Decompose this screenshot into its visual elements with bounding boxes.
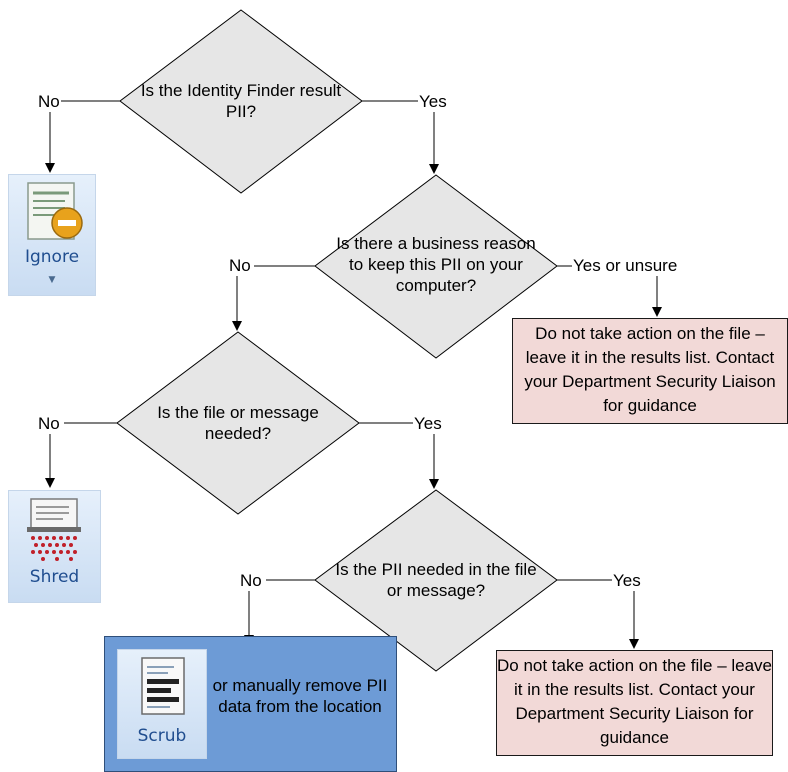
decision-2-no-label: No <box>228 256 252 276</box>
shred-button[interactable]: Shred <box>8 490 101 603</box>
decision-3-yes-label: Yes <box>413 414 443 434</box>
scrub-note: or manually remove PII data from the loc… <box>212 676 388 716</box>
decision-4-shape <box>314 489 558 672</box>
scrub-icon <box>141 657 185 715</box>
decision-1-no-label: No <box>37 92 61 112</box>
decision-1-shape <box>119 9 363 194</box>
decision-1-text: Is the Identity Finder result PII? <box>140 81 342 121</box>
shred-label: Shred <box>29 567 80 587</box>
outcome-note-keep-pii: Do not take action on the file – leave i… <box>496 650 773 756</box>
scrub-button[interactable]: Scrub <box>117 649 207 759</box>
decision-3-no-label: No <box>37 414 61 434</box>
scrub-label: Scrub <box>137 726 187 746</box>
shredder-icon <box>27 498 81 561</box>
decision-2-yes-label: Yes or unsure <box>572 256 679 276</box>
decision-3-shape <box>116 331 360 515</box>
outcome-note-keep: Do not take action on the file – leave i… <box>512 318 788 424</box>
decision-3-text: Is the file or message needed? <box>157 403 319 443</box>
decision-2-shape <box>314 174 558 359</box>
chevron-down-icon: ▼ <box>48 275 56 285</box>
decision-1-yes-label: Yes <box>418 92 448 112</box>
decision-4-no-label: No <box>239 571 263 591</box>
ignore-button[interactable]: Ignore ▼ <box>8 174 96 296</box>
decision-2-text: Is there a business reason to keep this … <box>336 234 536 295</box>
ignore-label: Ignore <box>24 247 80 267</box>
decision-4-text: Is the PII needed in the file or message… <box>335 560 537 600</box>
scrub-panel: Scrub or manually remove PII data from t… <box>104 636 397 772</box>
decision-4-yes-label: Yes <box>612 571 642 591</box>
ignore-icon <box>27 182 83 240</box>
